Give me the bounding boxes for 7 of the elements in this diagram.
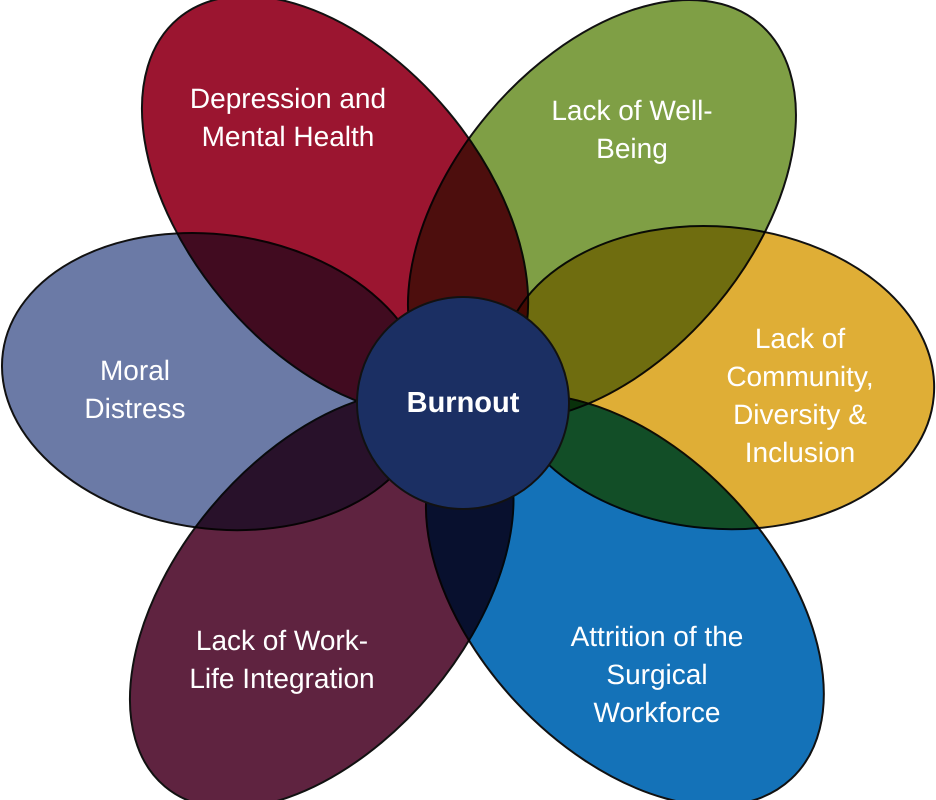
petal-label: Moral Distress [83, 354, 187, 426]
petal-label: Depression and Mental Health [188, 82, 388, 154]
petal-label: Attrition of the Surgical Workforce [570, 620, 744, 730]
petal-label: Lack of Well-Being [550, 94, 714, 166]
petal-label: Lack of Work-Life Integration [188, 624, 376, 696]
petal-label: Lack of Community, Diversity & Inclusion [725, 322, 875, 470]
center-label: Burnout [406, 386, 520, 421]
